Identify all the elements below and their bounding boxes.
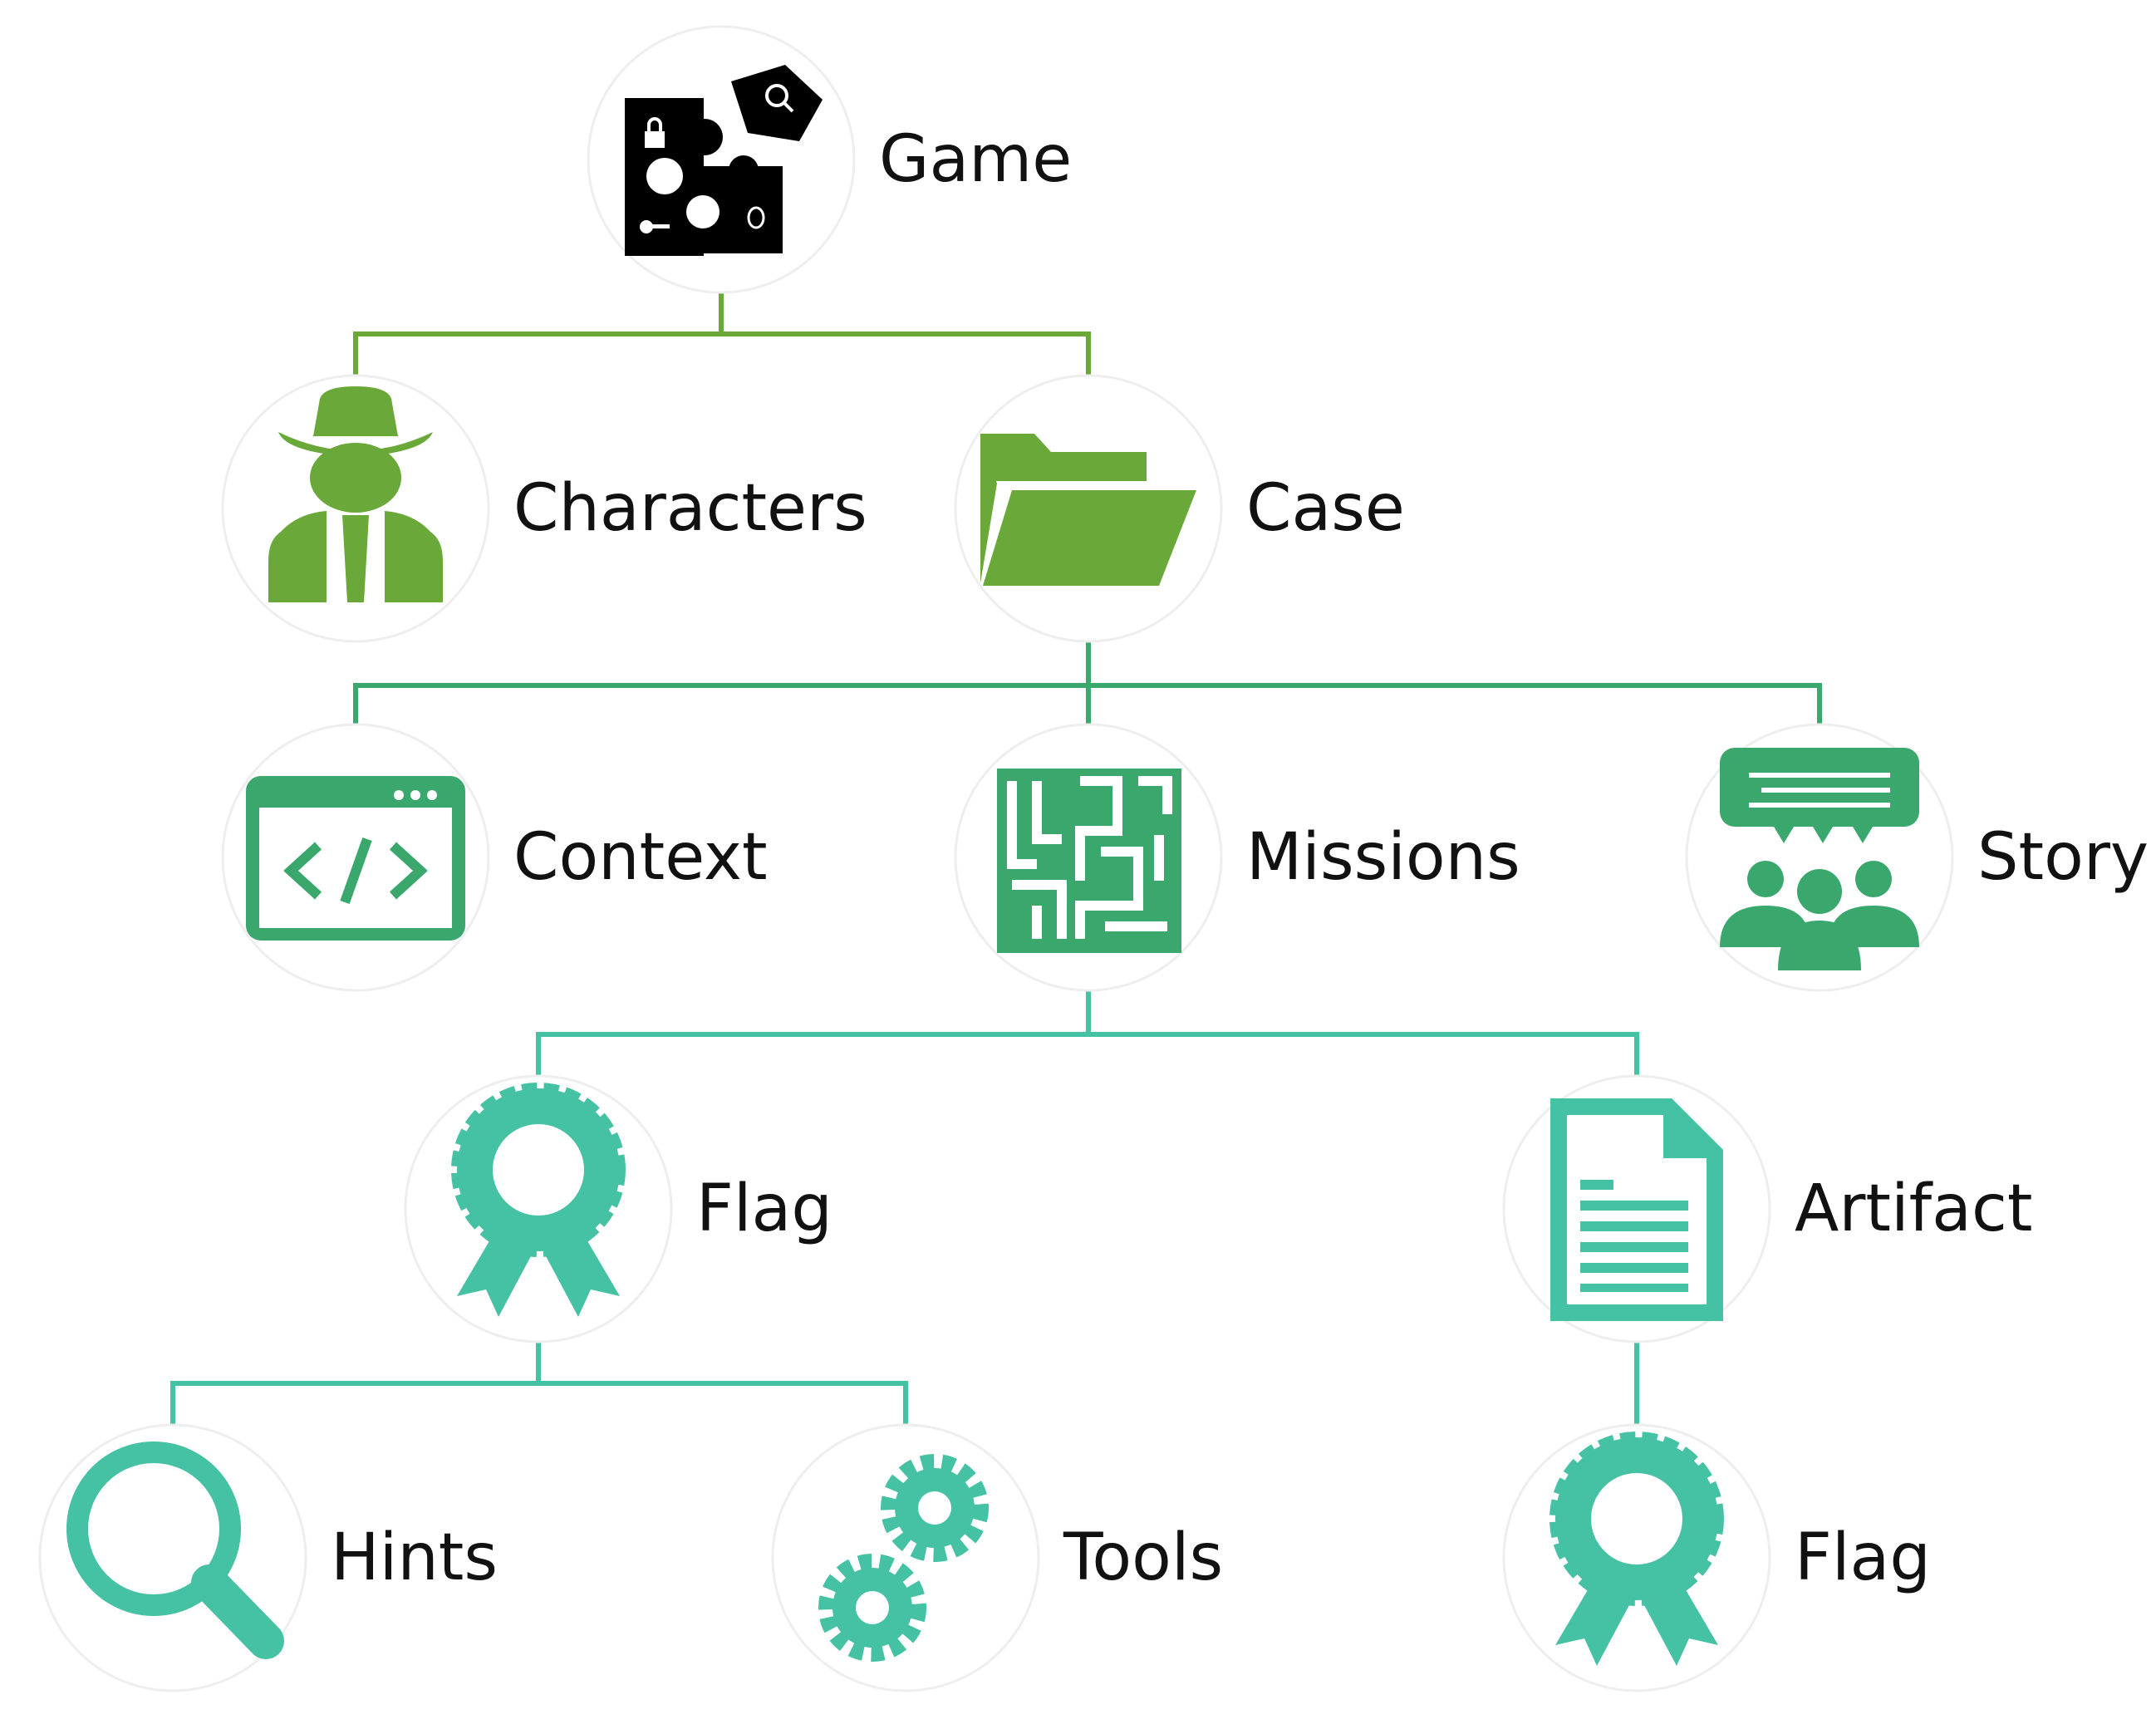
node-label: Flag bbox=[1795, 1520, 1931, 1595]
node-case[interactable]: Case bbox=[954, 374, 1405, 643]
node-label: Artifact bbox=[1795, 1171, 2032, 1246]
node-label: Tools bbox=[1063, 1520, 1223, 1595]
code-window-icon bbox=[246, 776, 465, 941]
node-story[interactable]: Story bbox=[1685, 723, 2149, 992]
node-artifact[interactable]: Artifact bbox=[1502, 1074, 2032, 1343]
maze-icon bbox=[997, 769, 1181, 953]
node-label: Flag bbox=[696, 1171, 832, 1246]
connector-missions bbox=[536, 990, 1639, 1076]
gears-icon bbox=[818, 1454, 989, 1662]
magnifier-icon bbox=[66, 1442, 284, 1659]
node-flag-mission[interactable]: Flag bbox=[404, 1074, 832, 1343]
connector-case bbox=[353, 641, 1822, 724]
node-context[interactable]: Context bbox=[221, 723, 768, 992]
audience-speech-icon bbox=[1720, 748, 1919, 970]
node-missions[interactable]: Missions bbox=[954, 723, 1520, 992]
node-label: Missions bbox=[1246, 820, 1520, 895]
node-label: Story bbox=[1977, 820, 2149, 895]
folder-icon bbox=[980, 434, 1196, 586]
award-ribbon-icon bbox=[451, 1083, 626, 1317]
node-label: Case bbox=[1246, 471, 1405, 546]
document-icon bbox=[1550, 1098, 1723, 1321]
node-label: Characters bbox=[513, 471, 867, 546]
node-game[interactable]: Game bbox=[587, 25, 1072, 294]
detective-icon bbox=[268, 386, 443, 602]
node-label: Game bbox=[879, 122, 1072, 197]
node-hints[interactable]: Hints bbox=[38, 1423, 498, 1692]
connector-game bbox=[353, 292, 1091, 376]
node-tools[interactable]: Tools bbox=[771, 1423, 1223, 1692]
puzzle-icon bbox=[625, 65, 823, 256]
node-label: Hints bbox=[331, 1520, 498, 1595]
node-flag-artifact[interactable]: Flag bbox=[1502, 1423, 1931, 1692]
award-ribbon-icon bbox=[1549, 1432, 1724, 1666]
connector-flag bbox=[170, 1342, 908, 1425]
node-label: Context bbox=[513, 820, 768, 895]
connectors bbox=[170, 292, 1822, 1425]
node-characters[interactable]: Characters bbox=[221, 374, 867, 643]
